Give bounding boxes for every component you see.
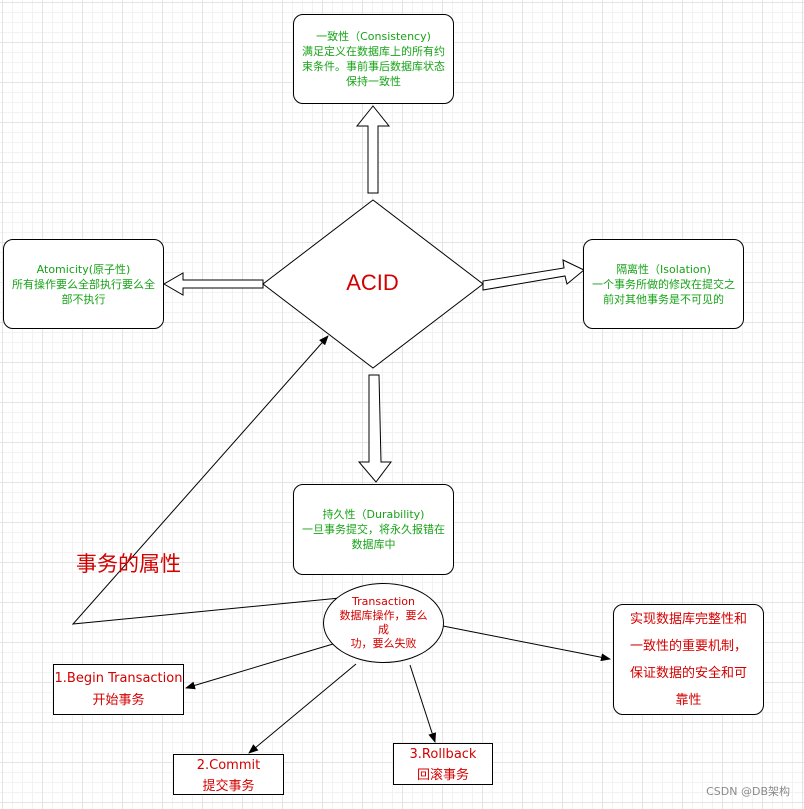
arrow-right-isolation xyxy=(482,259,585,291)
arrow-to-begin xyxy=(185,643,334,690)
transaction-note-box: 实现数据库完整性和 一致性的重要机制， 保证数据的安全和可 靠性 xyxy=(613,604,764,715)
durability-box: 持久性（Durability) 一旦事务提交，将永久报错在 数据库中 xyxy=(293,484,454,575)
transaction-desc-line-2: 功，要么失败 xyxy=(350,637,417,650)
durability-title: 持久性（Durability) xyxy=(322,508,425,521)
watermark: CSDN @DB架构 xyxy=(706,785,790,798)
isolation-desc-line-2: 前对其他事务是不可见的 xyxy=(603,292,724,306)
consistency-desc-line-2: 束条件。事前事后数据库状态 xyxy=(302,60,445,73)
consistency-desc-line-1: 满足定义在数据库上的所有约 xyxy=(302,45,445,58)
transaction-to-acid-line xyxy=(71,335,341,625)
durability-desc-line-1: 一旦事务提交，将永久报错在 xyxy=(302,523,445,536)
isolation-desc-line-1: 一个事务所做的修改在提交之 xyxy=(592,277,735,291)
consistency-title: 一致性（Consistency) xyxy=(316,30,431,43)
rollback-box: 3.Rollback 回滚事务 xyxy=(393,743,493,785)
atomicity-title: Atomicity(原子性) xyxy=(36,262,131,276)
begin-transaction-box: 1.Begin Transaction 开始事务 xyxy=(53,664,184,715)
transaction-properties-label: 事务的属性 xyxy=(76,552,181,576)
note-line-2: 一致性的重要机制， xyxy=(629,638,747,654)
begin-line-2: 开始事务 xyxy=(92,693,145,708)
arrow-to-rollback xyxy=(409,664,437,743)
arrow-to-commit xyxy=(248,663,357,754)
rollback-line-1: 3.Rollback xyxy=(409,747,477,762)
atomicity-box: Atomicity(原子性) 所有操作要么全部执行要么全 部不执行 xyxy=(3,239,164,329)
transaction-desc-line-1: 数据库操作，要么成 xyxy=(339,609,428,636)
rollback-line-2: 回滚事务 xyxy=(416,768,469,783)
begin-line-1: 1.Begin Transaction xyxy=(54,671,183,686)
transaction-title: Transaction xyxy=(352,595,415,608)
arrow-down-durability xyxy=(357,374,392,483)
note-line-3: 保证数据的安全和可 xyxy=(629,665,747,681)
note-line-4: 靠性 xyxy=(675,692,702,708)
arrow-to-note xyxy=(442,625,611,662)
consistency-desc-line-3: 保持一致性 xyxy=(346,75,401,88)
consistency-box: 一致性（Consistency) 满足定义在数据库上的所有约 束条件。事前事后数… xyxy=(293,14,454,104)
atomicity-desc-line-1: 所有操作要么全部执行要么全 xyxy=(12,277,155,291)
note-line-1: 实现数据库完整性和 xyxy=(629,611,747,627)
commit-box: 2.Commit 提交事务 xyxy=(173,754,284,795)
isolation-box: 隔离性（Isolation) 一个事务所做的修改在提交之 前对其他事务是不可见的 xyxy=(583,239,744,329)
isolation-title: 隔离性（Isolation) xyxy=(616,262,711,276)
atomicity-desc-line-2: 部不执行 xyxy=(61,292,106,306)
commit-line-2: 提交事务 xyxy=(202,779,255,794)
acid-diamond xyxy=(262,199,484,369)
acid-label: ACID xyxy=(346,270,399,295)
arrow-up-consistency xyxy=(355,105,391,194)
durability-desc-line-2: 数据库中 xyxy=(351,538,396,551)
commit-line-1: 2.Commit xyxy=(196,758,261,773)
arrow-left-atomicity xyxy=(163,272,264,296)
transaction-ellipse: Transaction 数据库操作，要么成 功，要么失败 xyxy=(323,583,444,663)
